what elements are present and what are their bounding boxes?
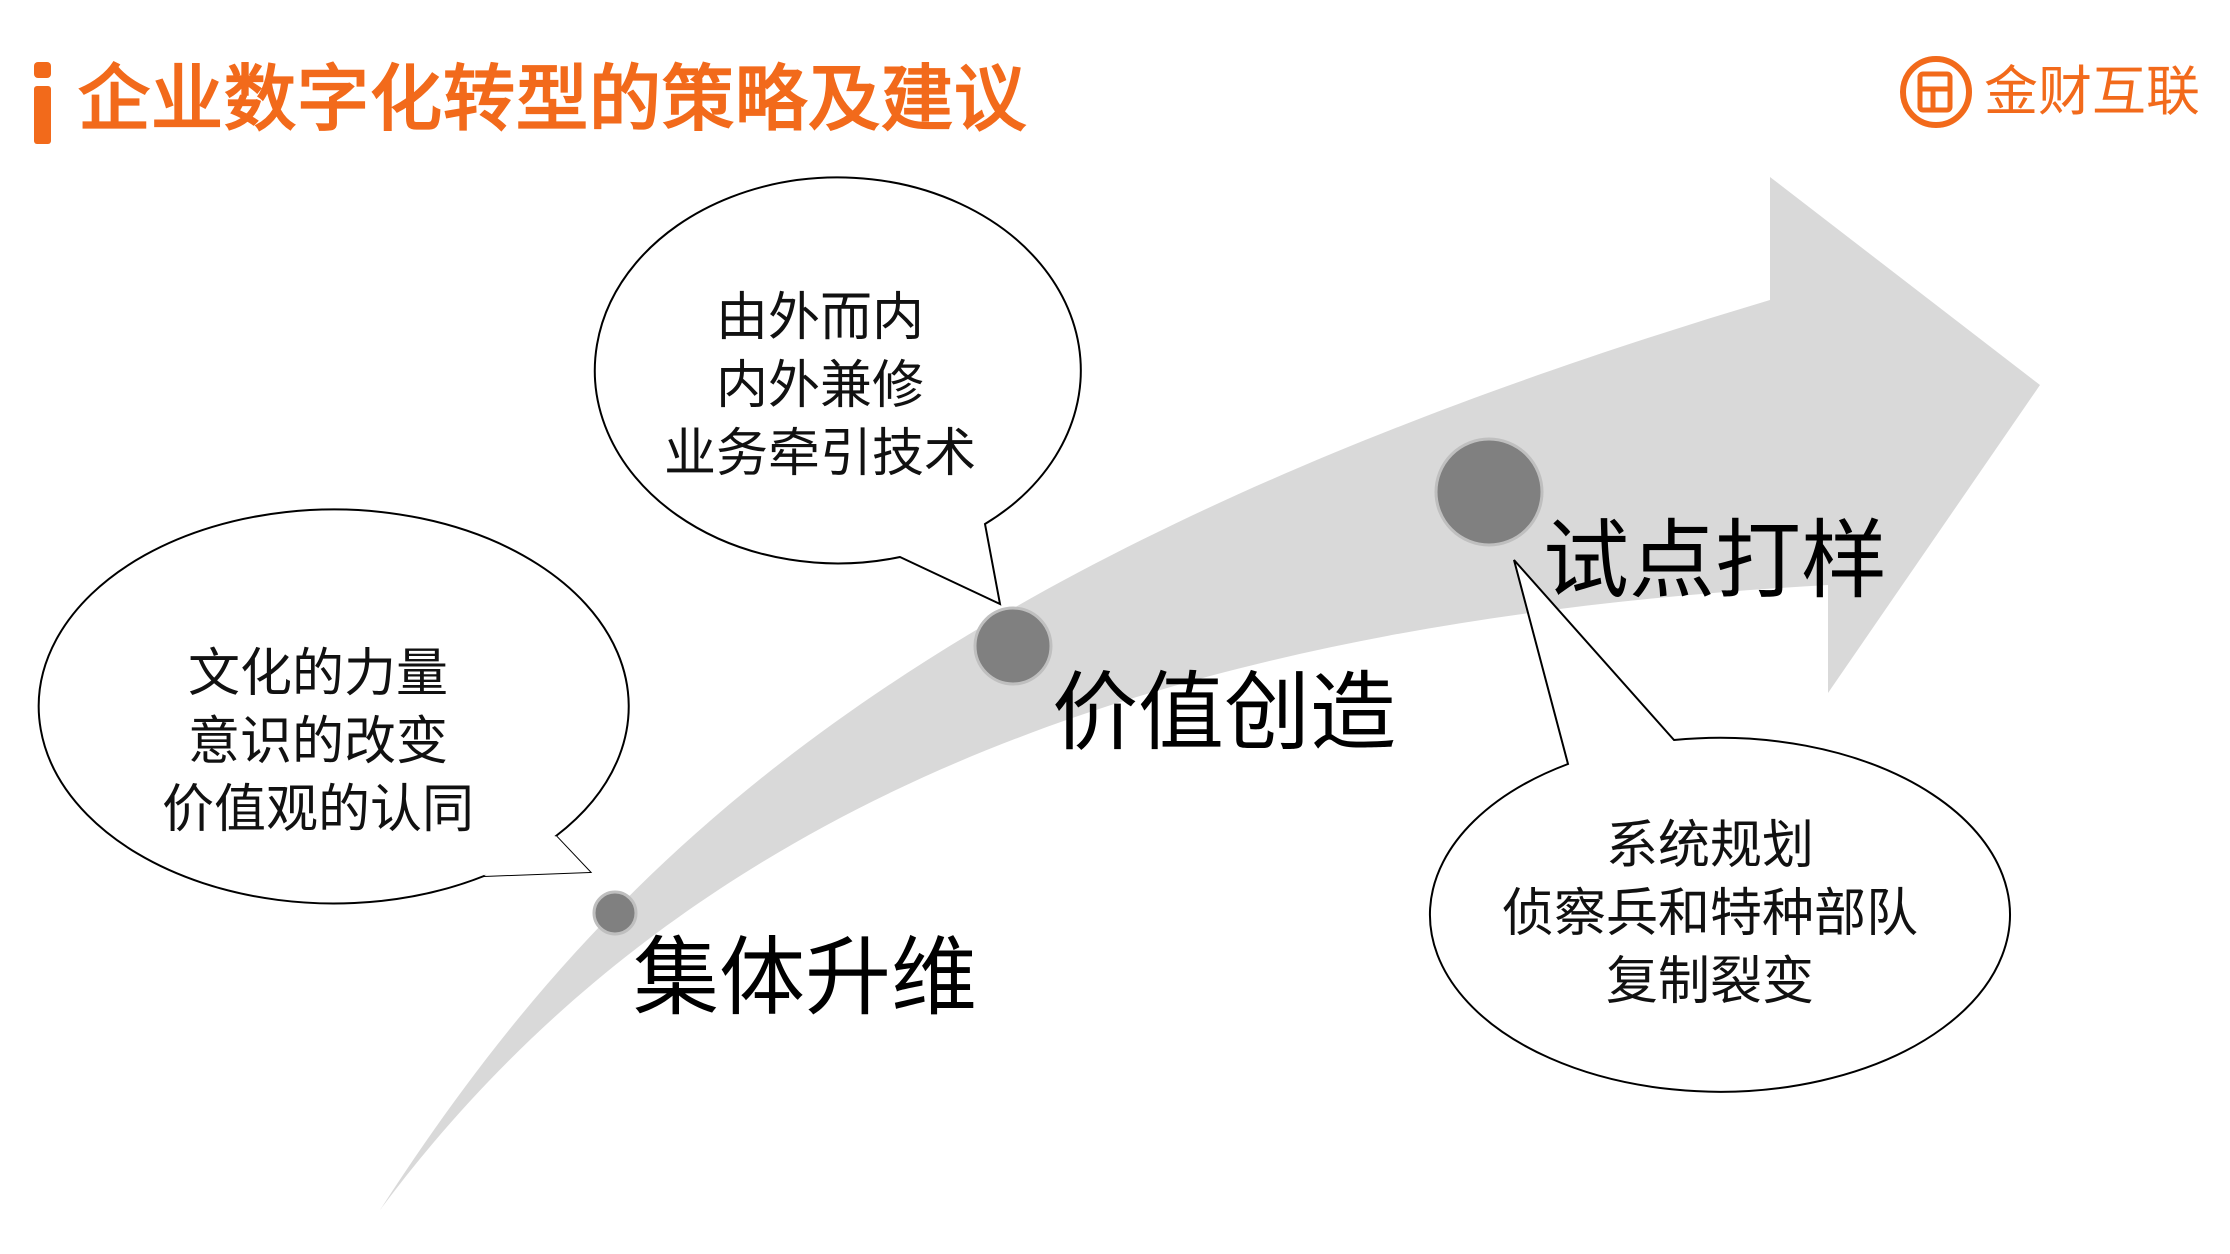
speech-bubble-culture — [37, 508, 630, 905]
bubble-culture-text: 文化的力量 意识的改变 价值观的认同 — [118, 640, 518, 844]
stage-dot-2 — [973, 606, 1053, 686]
stage-label-collective-upgrade: 集体升维 — [633, 928, 977, 1028]
logo: 金财互联 — [1898, 54, 2200, 130]
stage-dot-3 — [1434, 437, 1544, 547]
bubble-line: 侦察兵和特种部队 — [1501, 884, 1918, 944]
bubble-line: 复制裂变 — [1605, 952, 1814, 1012]
bubble-value-text: 由外而内 内外兼修 业务牵引技术 — [620, 284, 1020, 488]
bubble-pilot-text: 系统规划 侦察兵和特种部队 复制裂变 — [1465, 812, 1955, 1016]
growth-arrow — [380, 177, 2040, 1210]
bubble-line: 文化的力量 — [187, 644, 448, 704]
title-accent-dot — [34, 62, 51, 78]
speech-bubble-value — [593, 176, 1082, 606]
bubble-line: 内外兼修 — [715, 356, 924, 416]
stage-dot-1 — [592, 890, 638, 936]
bubble-line: 业务牵引技术 — [663, 424, 976, 484]
speech-bubble-pilot — [1428, 559, 2011, 1093]
logo-text: 金财互联 — [1984, 60, 2200, 123]
logo-icon — [1900, 56, 1972, 128]
bubble-line: 意识的改变 — [187, 712, 448, 772]
bubble-line: 价值观的认同 — [161, 780, 474, 840]
bubble-line: 系统规划 — [1605, 816, 1814, 876]
title-accent-bar — [34, 86, 51, 144]
stage-label-value-creation: 价值创造 — [1052, 663, 1396, 763]
stage-label-pilot: 试点打样 — [1543, 511, 1887, 611]
page-title: 企业数字化转型的策略及建议 — [78, 57, 1028, 141]
bubble-line: 由外而内 — [715, 288, 924, 348]
